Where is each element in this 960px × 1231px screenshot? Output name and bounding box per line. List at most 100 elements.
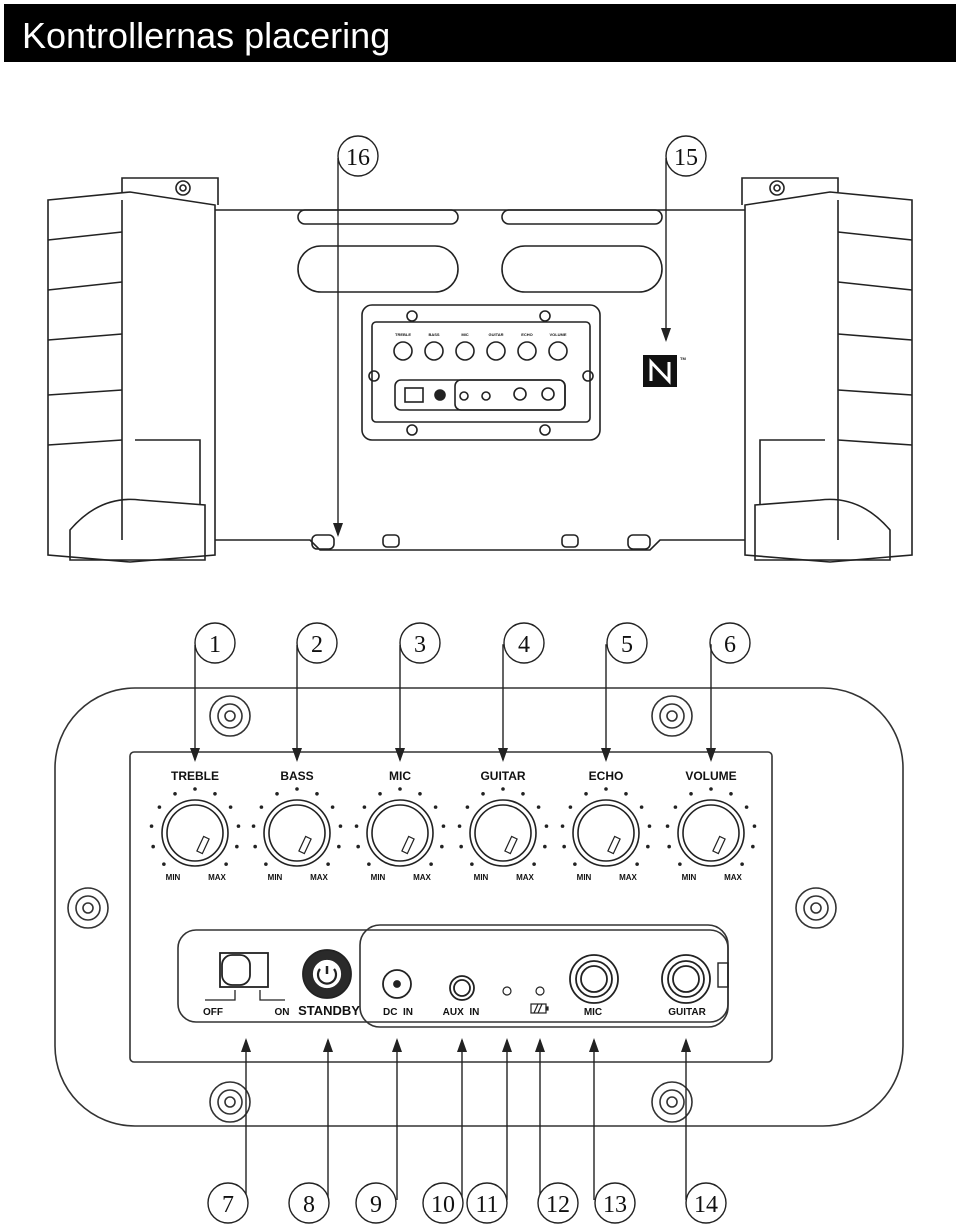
callout-circle [355,1182,397,1224]
knob-min-label: MIN [474,873,489,882]
aux-in-label: AUX IN [443,1007,480,1018]
callout-number: 2 [311,632,323,658]
knob-tick [338,824,343,828]
callout-circle [207,1182,249,1224]
callout-arrow [706,748,716,762]
knob-cap [268,804,326,862]
callout-number: 5 [621,632,633,658]
callout-1: 1 [190,622,236,762]
mic-jack[interactable] [569,954,619,1004]
callout-number: 1 [209,632,221,658]
lower-controls [205,949,729,1014]
knob-tick [562,844,566,849]
callout-16: 16 [333,135,379,537]
knob-min-label: MIN [577,873,592,882]
knob-tick [646,844,650,849]
callout-number: 12 [546,1192,570,1218]
knob-tick [667,844,671,849]
callout-circle [194,622,236,664]
mic-label: MIC [584,1007,602,1018]
standby-button[interactable] [302,949,352,999]
knob-bass[interactable]: BASS MIN MAX [251,769,343,882]
knob-tick [330,805,335,809]
knob-cap [166,804,224,862]
knob-tick [647,824,652,828]
knob-tick [295,787,299,791]
knob-label: BASS [280,769,313,783]
knob-tick [532,862,536,866]
knob-tick [604,787,608,791]
speaker-illustration [47,177,913,563]
callout-number: 3 [414,632,426,658]
callout-arrow [589,1038,599,1052]
knob-tick [544,824,549,828]
knob-min-label: MIN [268,873,283,882]
knob-tick [729,791,733,796]
knob-tick [465,805,470,809]
callout-number: 4 [518,632,530,658]
callout-arrow [601,748,611,762]
knob-tick [264,862,268,866]
knob-tick [624,791,628,796]
callout-3: 3 [395,622,441,762]
battery-icon [530,1003,549,1014]
knob-min-label: MIN [682,873,697,882]
power-switch[interactable] [219,952,269,988]
knob-tick [440,844,444,849]
callout-circle [399,622,441,664]
callout-8: 8 [288,1038,333,1224]
knob-tick [744,805,749,809]
knob-max-label: MAX [310,873,328,882]
knob-tick [228,805,233,809]
callout-number: 11 [475,1192,498,1218]
knob-ring [366,799,434,867]
knob-ring [263,799,331,867]
callout-circle [606,622,648,664]
knob-tick [521,791,525,796]
callout-arrow [681,1038,691,1052]
guitar-label: GUITAR [668,1007,706,1018]
nfc-trademark: TM [680,356,686,361]
nfc-icon: TM [643,355,686,387]
callout-10: 10 [422,1038,467,1224]
knob-tick [429,862,433,866]
charge-led [535,986,545,996]
knob-ring [469,799,537,867]
knob-pointer [196,835,210,855]
knob-label: ECHO [589,769,624,783]
knob-tick [354,824,359,828]
knob-min-label: MIN [371,873,386,882]
knob-tick [173,791,177,796]
on-label: ON [275,1007,290,1018]
knob-tick [337,844,341,849]
knob-label: MIC [389,769,411,783]
callout-15-number: 15 [674,145,698,171]
guitar-jack[interactable] [661,954,711,1004]
knob-tick [560,824,565,828]
knob-tick [213,791,217,796]
standby-label: STANDBY [298,1003,360,1018]
knob-tick [157,805,162,809]
knob-ring [161,799,229,867]
knob-tick [678,862,682,866]
control-panel-detail [54,687,904,1127]
knob-tick [362,805,367,809]
knob-min-label: MIN [166,873,181,882]
callout-number: 6 [724,632,736,658]
callout-circle [296,622,338,664]
callout-leader [605,644,607,760]
callout-circle [709,622,751,664]
aux-in-jack[interactable] [449,975,475,1001]
dc-in-jack[interactable] [382,969,412,999]
knob-tick [568,805,573,809]
knob-tick [689,791,693,796]
knob-tick [584,791,588,796]
knob-tick [259,805,264,809]
